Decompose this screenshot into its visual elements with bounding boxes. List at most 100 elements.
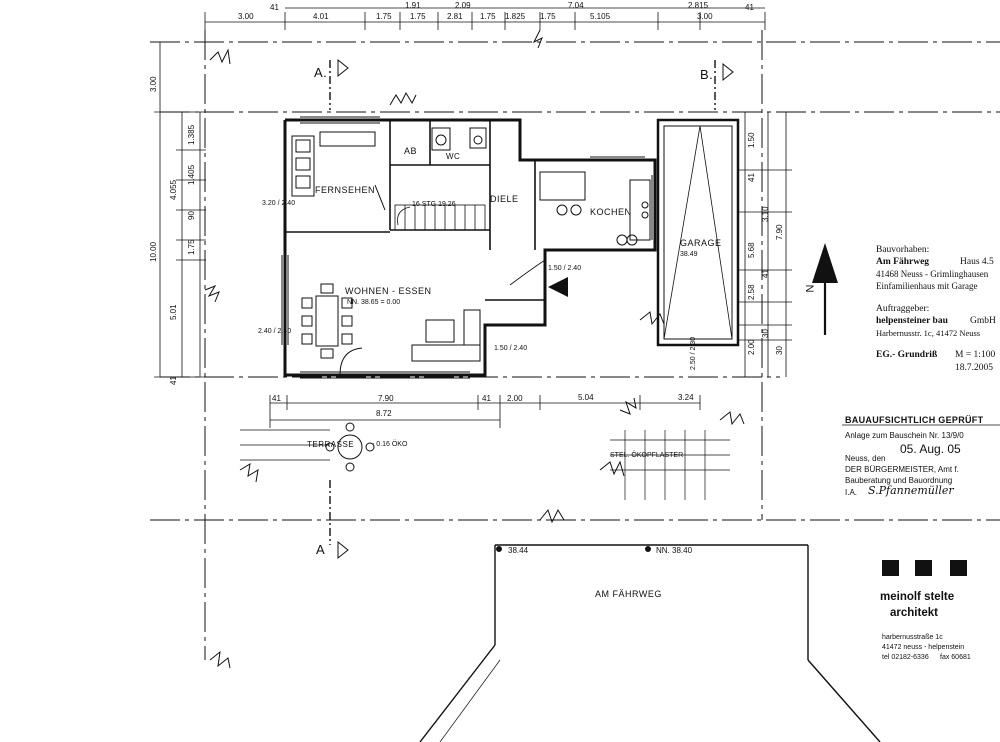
- architect-tel: tel 02182-6336: [882, 654, 929, 661]
- dim-right-5: 7.90: [775, 224, 784, 240]
- dim-top-7: 2.81: [447, 12, 463, 21]
- dimension-chain-bottom: [269, 395, 701, 428]
- bauvorhaben-label: Bauvorhaben:: [876, 245, 930, 255]
- dim-top-6: 2.09: [455, 1, 471, 10]
- dim-right-10: 30: [761, 329, 770, 338]
- drawing-date: 18.7.2005: [955, 363, 993, 373]
- tv-room-furniture: [291, 131, 386, 211]
- section-a-top: A.: [314, 65, 328, 80]
- garage-ramp-1: [663, 125, 701, 340]
- dim-right-2: 3.10: [761, 206, 770, 222]
- dim-top-8: 1.75: [480, 12, 496, 21]
- client-form: GmbH: [970, 316, 996, 326]
- dim-left-5: 4.055: [169, 179, 178, 200]
- dim-top-14: 3.00: [697, 12, 713, 21]
- dimension-chain-left: [154, 42, 206, 378]
- dim-bottom-3: 41: [482, 394, 491, 403]
- room-diele: DIELE: [490, 194, 519, 204]
- section-lines: [329, 60, 716, 545]
- street: [419, 544, 881, 742]
- project-haus: Haus 4.5: [960, 257, 994, 267]
- drawing-title: EG.- Grundriß: [876, 350, 938, 360]
- room-wc: WC: [446, 152, 461, 161]
- architect-fax: fax 60681: [940, 654, 971, 661]
- opening-label-3: 1.50 / 2.40: [548, 265, 582, 272]
- dim-top-16: 41: [745, 3, 754, 12]
- garage-level: 38.49: [680, 251, 698, 258]
- stamp-line-5: I.A.: [845, 488, 858, 497]
- stamp-date: 05. Aug. 05: [900, 442, 961, 456]
- terrace-table: [325, 422, 375, 472]
- stamp-line-3: DER BÜRGERMEISTER, Amt f.: [845, 465, 959, 474]
- dim-top-3: 1.75: [376, 12, 392, 21]
- entrance-arrow: [548, 277, 568, 297]
- paving-label: STEL. ÖKOPFLASTER: [610, 452, 684, 459]
- terrasse-label: TERRASSE: [307, 440, 355, 449]
- dim-left-8: 90: [187, 211, 196, 220]
- section-b-top: B.: [700, 67, 714, 82]
- dim-top-2: 4.01: [313, 12, 329, 21]
- stairs-label: 16 STG 19.26: [412, 201, 456, 208]
- house-walls: [283, 118, 657, 377]
- dim-bottom-6: 5.04: [578, 393, 594, 402]
- dim-right-8: 41: [747, 173, 756, 182]
- north-arrow: [812, 243, 838, 335]
- dim-bottom-5: 8.72: [376, 409, 392, 418]
- street-level-right: NN. 38.40: [656, 546, 693, 555]
- dim-right-1: 1.50: [747, 132, 756, 148]
- dim-bottom-4: 2.00: [507, 394, 523, 403]
- project-name: Am Fährweg: [876, 257, 930, 267]
- vegetation: [204, 29, 745, 669]
- drawing-scale: M = 1:100: [955, 350, 996, 360]
- architect-name: meinolf stelte: [880, 591, 955, 603]
- opening-label-1: 3.20 / 2.40: [262, 200, 296, 207]
- dim-left-9: 41: [169, 376, 178, 385]
- wc-fixtures: [431, 127, 487, 151]
- dim-top-4: 1.91: [405, 1, 421, 10]
- room-ab: AB: [404, 146, 418, 156]
- living-dining-furniture: [301, 283, 481, 376]
- street-level-left: 38.44: [508, 546, 529, 555]
- architect-city: 41472 neuss - helpenstein: [882, 644, 965, 651]
- dim-left-7: 1.405: [187, 164, 196, 185]
- client-name: helpensteiner bau: [876, 316, 948, 326]
- dim-bottom-2: 7.90: [378, 394, 394, 403]
- dimension-chain-right: [739, 112, 792, 377]
- section-a-bottom: A: [316, 542, 326, 557]
- project-type: Einfamilienhaus mit Garage: [876, 281, 978, 291]
- logo-square-2: [915, 560, 932, 576]
- architect-role: architekt: [890, 607, 938, 619]
- opening-label-4: 1.50 / 2.40: [494, 345, 528, 352]
- room-kochen: KOCHEN: [590, 207, 632, 217]
- wohnen-level: NN. 38.65 = 0.00: [347, 299, 401, 306]
- dim-left-3: 5.01: [169, 304, 178, 320]
- garage-ramp-2: [699, 125, 733, 340]
- garage-outline: [656, 118, 740, 347]
- opening-label-2: 2.40 / 2.40: [258, 328, 292, 335]
- room-wohnen: WOHNEN - ESSEN: [345, 286, 432, 296]
- dimension-chain-top: [204, 7, 766, 30]
- dim-right-6: 2.00: [747, 339, 756, 355]
- dim-top-12: 7.04: [568, 1, 584, 10]
- garage-inner: [663, 125, 733, 340]
- dim-left-1: 3.00: [149, 76, 158, 92]
- windows: [281, 116, 653, 379]
- dim-right-7: 30: [775, 346, 784, 355]
- street-name: AM FÄHRWEG: [595, 589, 662, 599]
- dim-bottom-7: 3.24: [678, 393, 694, 402]
- staircase: [394, 204, 486, 231]
- dim-right-4: 2.58: [747, 284, 756, 300]
- north-label: N: [804, 284, 817, 293]
- dim-top-10: 1.75: [540, 12, 556, 21]
- stamp-signature: S.Pfannemüller: [868, 484, 954, 497]
- dim-bottom-1: 41: [272, 394, 281, 403]
- dim-top-13: 2.815: [688, 1, 709, 10]
- dim-right-9: 41: [761, 269, 770, 278]
- terrasse-level: - 0.16 ÖKO: [372, 441, 408, 448]
- logo-square-1: [882, 560, 899, 576]
- stamp-line-1: Anlage zum Bauschein Nr. 13/9/0: [845, 431, 964, 440]
- opening-label-5: 2.50 / 2.30: [690, 336, 697, 370]
- dim-top-11: 5.105: [590, 12, 611, 21]
- dim-left-6: 1.385: [187, 124, 196, 145]
